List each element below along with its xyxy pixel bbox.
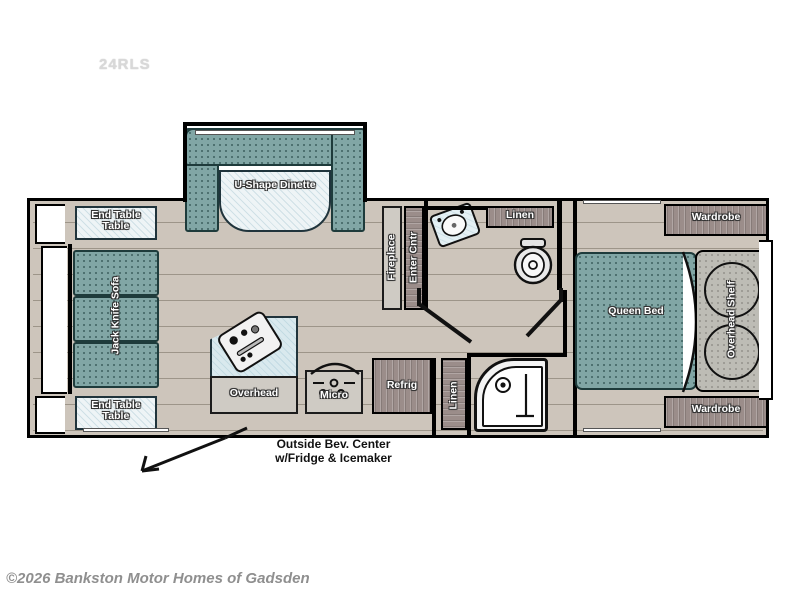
shower-icon — [474, 358, 548, 432]
copyright-notice: ©2026 Bankston Motor Homes of Gadsden — [6, 570, 310, 587]
microwave — [305, 370, 363, 414]
linen-lower — [441, 358, 467, 430]
bev-center-line-1: Outside Bev. Center — [276, 437, 391, 451]
sofa-cushion-1 — [73, 250, 159, 296]
bedroom-slide-indicator — [759, 240, 773, 400]
end-table-top — [75, 206, 157, 240]
window-living-bottom — [83, 428, 169, 432]
bath-door-swing-2 — [525, 288, 563, 338]
window-bedroom-bottom — [583, 428, 661, 432]
slide-indicator-mid — [41, 246, 67, 394]
bath-wall-shower-top — [467, 353, 567, 357]
bath-sink-icon — [428, 201, 482, 249]
entertainment-wall — [424, 198, 428, 310]
bev-center-line-2: w/Fridge & Icemaker — [275, 450, 392, 465]
end-table-bottom — [75, 396, 157, 430]
sofa-cushion-3 — [73, 342, 159, 388]
dinette-slide-wall-top — [183, 122, 367, 126]
queen-bed — [575, 252, 697, 390]
fireplace — [382, 206, 402, 310]
bath-wall-vert-right — [557, 198, 562, 290]
sink-basin-icon — [310, 362, 360, 375]
entertainment-center — [404, 206, 424, 310]
dinette-window — [195, 130, 355, 135]
window-bedroom-top — [583, 200, 661, 204]
sink-stove-icon — [215, 309, 285, 375]
bath-wall-shower-right — [563, 290, 567, 357]
linen-upper — [486, 206, 554, 228]
bath-door-swing — [417, 288, 473, 344]
refrig-wall — [432, 358, 436, 435]
wardrobe-bottom — [664, 396, 768, 428]
refrigerator — [372, 358, 432, 414]
dinette-table — [219, 170, 331, 232]
bath-wall-horiz — [428, 206, 488, 210]
bev-center-annotation: Outside Bev. Center w/Fridge & Icemaker — [246, 437, 421, 466]
slide-indicator-top — [35, 204, 65, 244]
dinette-cushion-right — [331, 128, 365, 232]
overhead-shelf-pillows-icon — [704, 262, 760, 380]
dinette-slide-wall-left — [183, 122, 187, 202]
microwave-icon — [313, 378, 355, 397]
sofa-cushion-2 — [73, 296, 159, 342]
slide-indicator-bottom — [35, 396, 65, 434]
bath-wall-shower-left — [467, 353, 471, 435]
wardrobe-top — [664, 204, 768, 236]
slide-wall-left — [68, 244, 72, 394]
page-title: 24RLS — [99, 56, 151, 73]
overhead-cabinet — [210, 376, 298, 414]
dinette-slide-wall-right — [363, 122, 367, 202]
toilet-icon — [513, 238, 553, 285]
bev-center-leader-line — [140, 426, 248, 473]
overhead-shelf — [695, 250, 769, 392]
